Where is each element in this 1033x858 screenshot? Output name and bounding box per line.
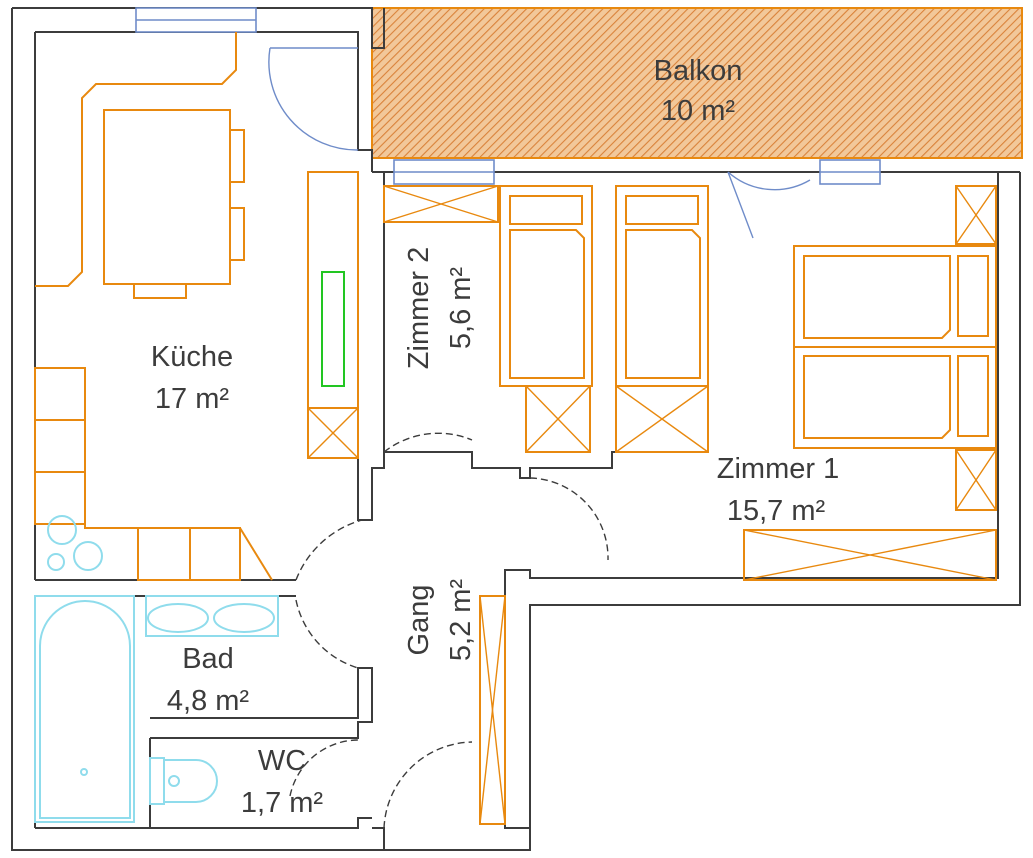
double-sink	[145, 595, 279, 637]
kitchen-furniture	[34, 32, 273, 581]
label-gang-area: 5,2 m²	[445, 579, 477, 662]
nightstand	[955, 185, 997, 245]
doors	[268, 47, 811, 829]
door-zimmer1	[529, 477, 609, 561]
chair	[229, 129, 245, 183]
label-zimmer1-area: 15,7 m²	[727, 495, 826, 527]
zimmer1-furniture	[615, 185, 997, 581]
label-bad-name: Bad	[182, 643, 234, 675]
windows	[135, 7, 881, 185]
label-wc-area: 1,7 m²	[241, 787, 324, 819]
nightstand	[525, 385, 591, 453]
drain	[80, 768, 88, 776]
door-kueche-balkon	[268, 47, 359, 151]
nightstand	[615, 385, 709, 453]
label-balkon-name: Balkon	[654, 55, 743, 87]
bed	[499, 185, 593, 387]
nightstand	[955, 449, 997, 511]
label-bad-area: 4,8 m²	[167, 685, 250, 717]
kitchen-cabinet	[34, 367, 86, 421]
toilet	[149, 757, 165, 805]
bathtub	[34, 595, 135, 823]
stove-burner	[73, 541, 103, 571]
label-gang-name: Gang	[403, 585, 435, 656]
wardrobe	[743, 529, 997, 581]
kitchen-cabinet	[189, 527, 241, 581]
kitchen-cabinet	[137, 527, 191, 581]
kitchen-cabinet	[34, 419, 86, 473]
balcony-area	[371, 7, 1023, 159]
kitchen-counter	[35, 32, 237, 287]
label-wc-name: WC	[258, 745, 306, 777]
label-kueche-area: 17 m²	[155, 383, 229, 415]
zimmer2-furniture	[383, 185, 593, 453]
door-zimmer2	[383, 432, 473, 453]
label-zimmer2-name: Zimmer 2	[403, 247, 435, 369]
radiator	[321, 271, 345, 387]
bed	[615, 185, 709, 387]
label-balkon-area: 10 m²	[661, 95, 735, 127]
room-labels: Balkon 10 m² Küche 17 m² Zimmer 2 5,6 m²…	[151, 55, 839, 819]
stove-burner	[47, 515, 77, 545]
door-bad	[295, 599, 359, 669]
dining-table	[103, 109, 231, 285]
wardrobe-kueche	[307, 171, 359, 459]
door-wc	[289, 739, 359, 797]
door-kueche	[295, 519, 363, 581]
chair	[229, 207, 245, 261]
shelf	[383, 185, 499, 223]
label-zimmer2-area: 5,6 m²	[445, 267, 477, 350]
door-entrance	[383, 741, 473, 829]
bathroom-fixtures	[34, 595, 279, 823]
door-zimmer1-balkon	[727, 171, 811, 239]
gang-wardrobe	[479, 595, 506, 825]
label-kueche-name: Küche	[151, 341, 233, 373]
stove-burner	[47, 553, 65, 571]
chair	[133, 283, 187, 299]
label-zimmer1-name: Zimmer 1	[717, 453, 839, 485]
